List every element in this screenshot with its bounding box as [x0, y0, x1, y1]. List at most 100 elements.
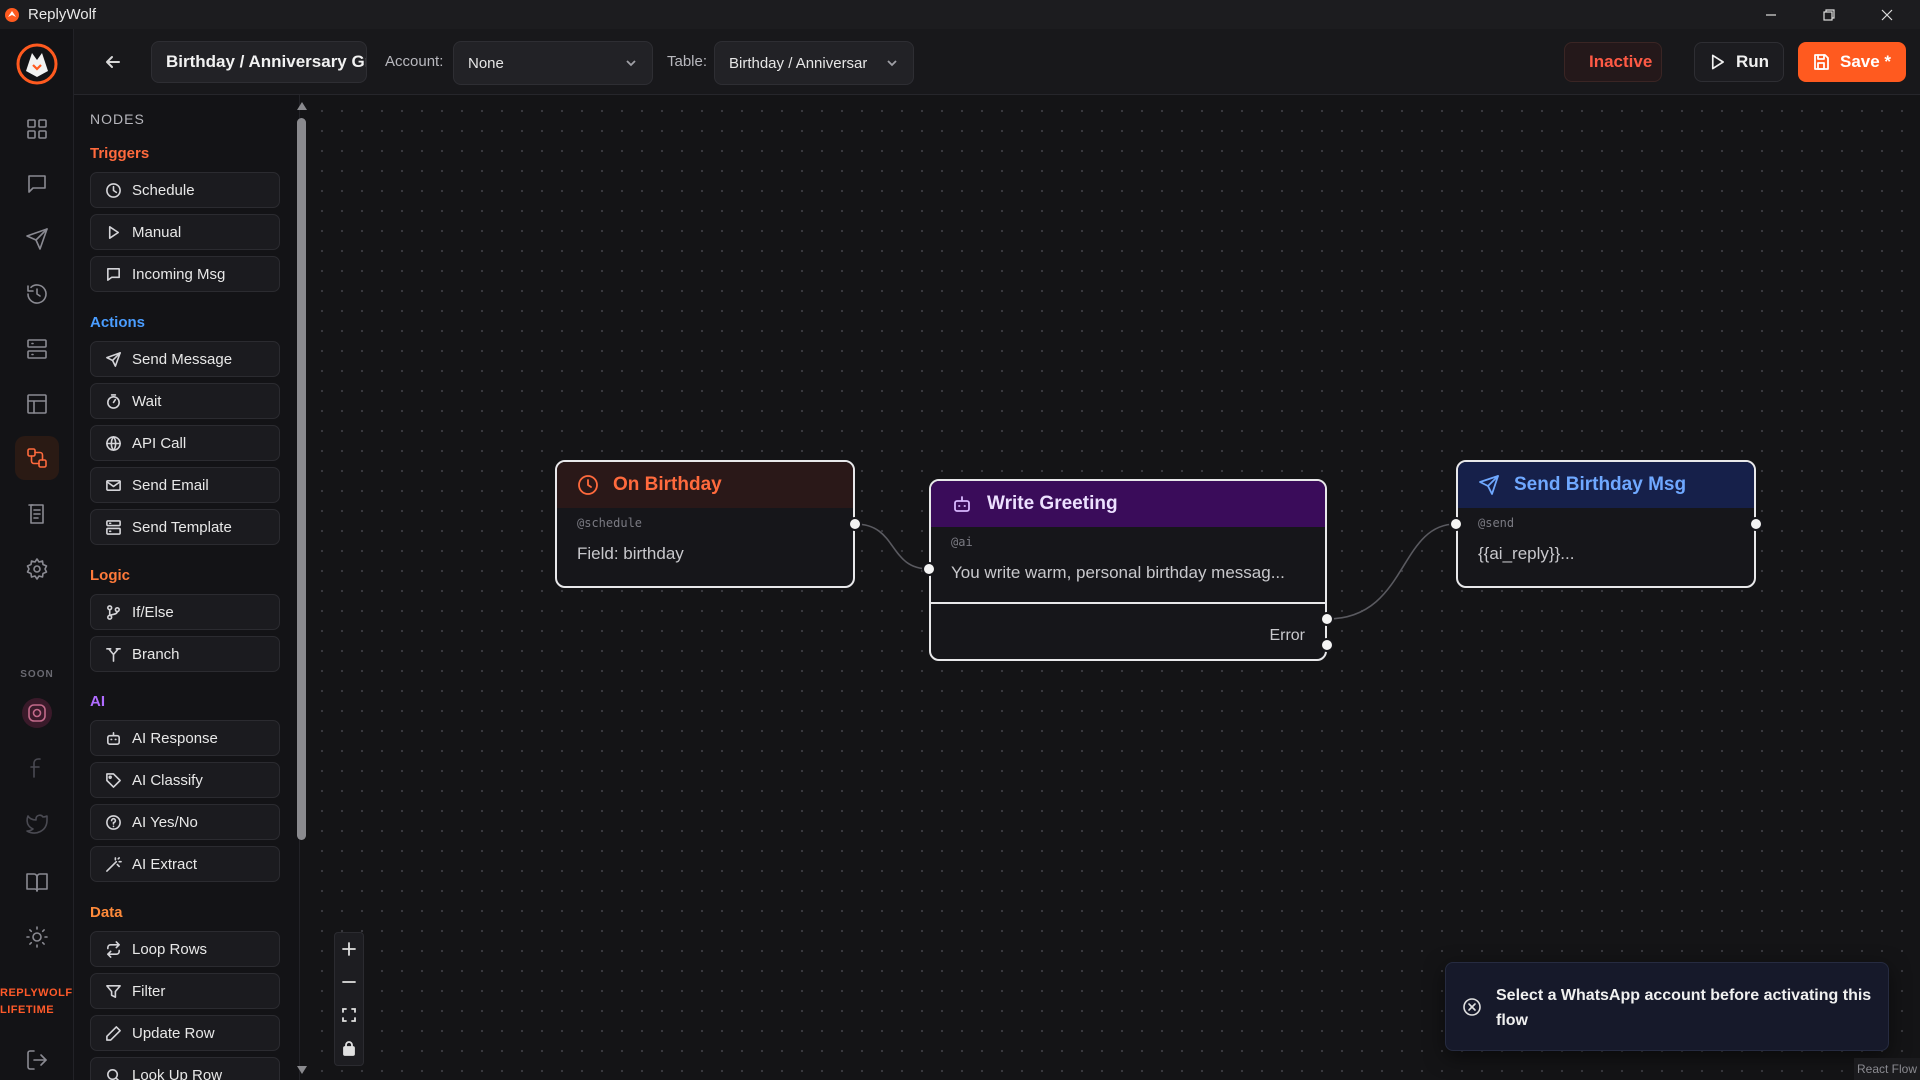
save-button[interactable]: Save * — [1798, 42, 1906, 82]
history-icon — [27, 284, 47, 304]
flow-name-input[interactable]: Birthday / Anniversary Greetings — [151, 41, 367, 83]
rail-chats[interactable] — [22, 169, 52, 199]
palette-item-ai-extract[interactable]: AI Extract — [90, 846, 280, 882]
zoom-out-button[interactable] — [335, 966, 363, 998]
output-handle[interactable] — [848, 517, 862, 531]
lock-button[interactable] — [335, 1032, 363, 1064]
palette-item-send-message[interactable]: Send Message — [90, 341, 280, 377]
palette-item-wait[interactable]: Wait — [90, 383, 280, 419]
mail-icon — [106, 479, 121, 491]
account-select[interactable]: None — [453, 41, 653, 85]
palette-item-label: Incoming Msg — [132, 265, 226, 283]
rail-docs[interactable] — [22, 867, 52, 897]
node-tag: @schedule — [577, 516, 643, 530]
rail-theme-toggle[interactable] — [22, 922, 52, 952]
close-window-button[interactable] — [1864, 0, 1910, 29]
rail-settings[interactable] — [22, 554, 52, 584]
palette-item-ai-response[interactable]: AI Response — [90, 720, 280, 756]
scroll-down-arrow[interactable] — [297, 1066, 307, 1074]
brand-line-2: LIFETIME — [0, 1004, 55, 1016]
palette-scroll-thumb[interactable] — [297, 118, 306, 840]
palette-item-filter[interactable]: Filter — [90, 973, 280, 1009]
palette-item-send-template[interactable]: Send Template — [90, 509, 280, 545]
rail-logs[interactable] — [22, 499, 52, 529]
node-tag: @send — [1478, 516, 1515, 530]
bot-icon — [954, 496, 970, 512]
node-send-birthday-msg[interactable]: Send Birthday Msg @send {{ai_reply}}... — [1449, 460, 1763, 588]
node-on-birthday[interactable]: On Birthday @schedule Field: birthday — [555, 460, 862, 588]
input-handle[interactable] — [922, 562, 936, 576]
palette-item-schedule[interactable]: Schedule — [90, 172, 280, 208]
node-title: Send Birthday Msg — [1514, 474, 1687, 495]
search-icon — [107, 1068, 120, 1080]
sun-icon — [26, 926, 48, 948]
palette-item-label: Loop Rows — [132, 940, 208, 958]
nodes-palette: NODES Triggers Schedule Manual Incoming … — [74, 95, 300, 1080]
table-select[interactable]: Birthday / Anniversary — [714, 41, 914, 85]
run-button[interactable]: Run — [1694, 42, 1784, 82]
palette-item-update-row[interactable]: Update Row — [90, 1015, 280, 1051]
node-divider — [931, 602, 1325, 604]
pencil-icon — [106, 1025, 121, 1041]
minimize-button[interactable] — [1748, 0, 1794, 29]
toast-message: Select a WhatsApp account before activat… — [1496, 987, 1872, 1029]
table-icon — [27, 394, 47, 414]
input-handle[interactable] — [1449, 517, 1463, 531]
palette-item-ai-yes-no[interactable]: AI Yes/No — [90, 804, 280, 840]
scroll-up-arrow[interactable] — [297, 102, 307, 110]
success-output-handle[interactable] — [1320, 612, 1334, 626]
rail-templates[interactable] — [22, 334, 52, 364]
node-header: Write Greeting — [931, 481, 1325, 527]
rail-logout[interactable] — [22, 1045, 52, 1075]
template-icon — [106, 519, 121, 535]
flow-canvas[interactable]: On Birthday @schedule Field: birthday Wr… — [308, 95, 1920, 1080]
restore-button[interactable] — [1806, 0, 1852, 29]
logout-icon — [27, 1050, 47, 1070]
category-actions: Actions — [90, 314, 146, 331]
facebook-icon — [30, 758, 41, 778]
palette-item-if-else[interactable]: If/Else — [90, 594, 280, 630]
rail-facebook — [22, 753, 52, 783]
zoom-in-button[interactable] — [335, 933, 363, 965]
palette-item-ai-classify[interactable]: AI Classify — [90, 762, 280, 798]
repeat-icon — [107, 940, 120, 958]
floppy-icon — [1814, 54, 1829, 70]
palette-item-look-up-row[interactable]: Look Up Row — [90, 1057, 280, 1080]
palette-item-manual[interactable]: Manual — [90, 214, 280, 250]
settings-icon — [26, 558, 48, 580]
back-button[interactable] — [100, 49, 126, 75]
palette-item-api-call[interactable]: API Call — [90, 425, 280, 461]
save-label: Save * — [1840, 52, 1892, 71]
palette-item-label: Filter — [132, 982, 166, 1000]
rail-instagram — [22, 698, 52, 728]
palette-item-branch[interactable]: Branch — [90, 636, 280, 672]
category-ai: AI — [90, 693, 105, 710]
activate-toggle-button[interactable]: Inactive — [1564, 42, 1662, 82]
lock-icon — [343, 1041, 355, 1056]
node-title: Write Greeting — [987, 493, 1118, 514]
error-output-handle[interactable] — [1320, 638, 1334, 652]
palette-item-send-email[interactable]: Send Email — [90, 467, 280, 503]
rail-tables[interactable] — [22, 389, 52, 419]
palette-item-incoming-msg[interactable]: Incoming Msg — [90, 256, 280, 292]
rail-flows[interactable] — [15, 436, 59, 480]
react-flow-attribution[interactable]: React Flow — [1854, 1058, 1920, 1080]
wand-icon — [106, 856, 122, 872]
fit-view-button[interactable] — [335, 999, 363, 1031]
replywolf-logo[interactable] — [16, 43, 58, 85]
palette-item-loop-rows[interactable]: Loop Rows — [90, 931, 280, 967]
rail-dashboard[interactable] — [22, 114, 52, 144]
message-square-icon — [107, 267, 120, 281]
palette-item-label: AI Extract — [132, 855, 198, 873]
account-select-value: None — [468, 54, 504, 72]
node-write-greeting[interactable]: Write Greeting @ai You write warm, perso… — [922, 479, 1334, 661]
x-circle-icon[interactable] — [1462, 997, 1482, 1017]
warning-toast: Select a WhatsApp account before activat… — [1445, 962, 1889, 1051]
category-data: Data — [90, 904, 123, 921]
templates-icon — [27, 339, 47, 359]
output-handle[interactable] — [1749, 517, 1763, 531]
rail-broadcast[interactable] — [22, 224, 52, 254]
minimize-icon — [1766, 13, 1776, 16]
play-icon — [108, 225, 120, 239]
rail-history[interactable] — [22, 279, 52, 309]
